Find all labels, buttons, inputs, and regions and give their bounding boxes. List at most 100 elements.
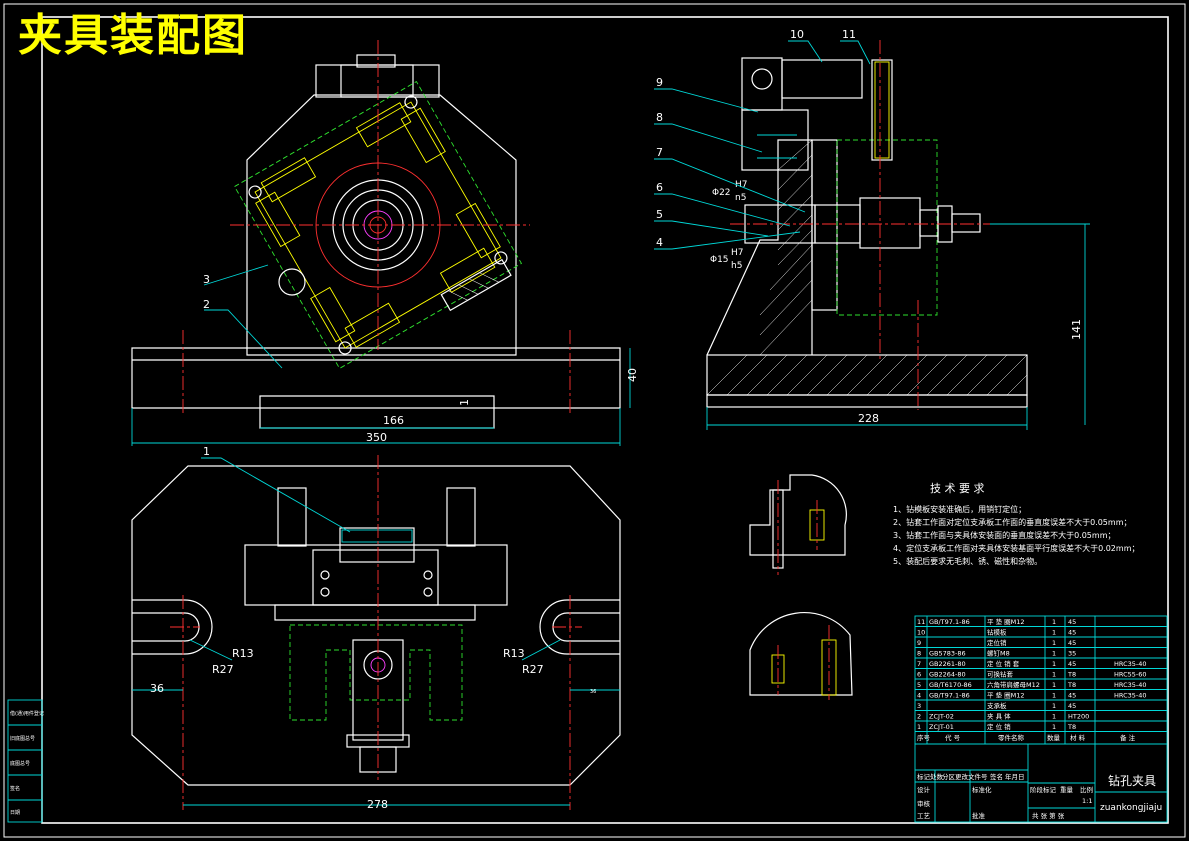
requirement-5: 5、装配后要求无毛刺、锈、磁性和杂物。 bbox=[893, 556, 1042, 566]
header-index: 序号 bbox=[917, 733, 931, 742]
callout-7: 7 bbox=[656, 146, 663, 159]
requirement-1: 1、钻模板安装准确后，用销钉定位； bbox=[893, 504, 1026, 514]
parts-table-cell: 1 bbox=[1052, 692, 1056, 700]
parts-table-cell: 45 bbox=[1068, 618, 1076, 626]
tb-process: 工艺 bbox=[917, 812, 931, 820]
fit-n5: n5 bbox=[735, 193, 746, 203]
parts-table-cell: 钻模板 bbox=[987, 628, 1007, 637]
strip-date: 日期 bbox=[10, 810, 20, 816]
parts-table-cell: 35 bbox=[1068, 650, 1076, 658]
parts-table-cell: 2 bbox=[917, 713, 921, 721]
detail-views bbox=[749, 474, 853, 700]
parts-table-cell: T8 bbox=[1067, 671, 1076, 679]
parts-table-cell: 9 bbox=[917, 639, 921, 647]
parts-table-cell: HT200 bbox=[1068, 713, 1089, 721]
callout-5: 5 bbox=[656, 208, 663, 221]
fit-phi15: Φ15 bbox=[710, 255, 729, 265]
callout-2: 2 bbox=[203, 298, 210, 311]
dim-228: 228 bbox=[858, 412, 879, 425]
dim-r13-right: R13 bbox=[503, 647, 525, 660]
tb-change: 更改文件号 bbox=[955, 772, 988, 781]
parts-table-cell: 定 位 销 bbox=[987, 722, 1011, 731]
parts-table-cell: GB/T6170-86 bbox=[929, 681, 972, 689]
parts-table-cell: 45 bbox=[1068, 660, 1076, 668]
parts-table-cell: GB5783-86 bbox=[929, 650, 966, 658]
parts-table-cell: 45 bbox=[1068, 692, 1076, 700]
parts-table-cell: 支承板 bbox=[987, 701, 1007, 710]
parts-table-cell: 11 bbox=[917, 618, 925, 626]
parts-table-cell: 45 bbox=[1068, 702, 1076, 710]
tb-scale-value: 1:1 bbox=[1082, 797, 1092, 805]
fit-h7-top: H7 bbox=[735, 180, 748, 190]
tb-standard: 标准化 bbox=[972, 785, 992, 794]
parts-table-cell: 45 bbox=[1068, 639, 1076, 647]
front-view: 166 350 40 1 3 2 bbox=[131, 40, 639, 446]
side-view: 228 141 Φ22 H7 n5 Φ15 H7 h5 10 11 9 8 7 … bbox=[654, 28, 1090, 430]
outer-border bbox=[3, 3, 1186, 838]
requirements-heading: 技 术 要 求 bbox=[930, 482, 985, 495]
top-view: 278 36 36 R13 R27 R13 R27 1 bbox=[131, 445, 621, 811]
dim-36: 36 bbox=[150, 682, 164, 695]
tb-weight: 重量 bbox=[1060, 786, 1074, 794]
parts-table-cell: 3 bbox=[917, 702, 921, 710]
parts-table-cell: 5 bbox=[917, 681, 921, 689]
parts-table-cell: GB2264-80 bbox=[929, 671, 966, 679]
strip-sign: 签名 bbox=[10, 785, 20, 792]
dim-r27-right: R27 bbox=[522, 663, 544, 676]
callout-3: 3 bbox=[203, 273, 210, 286]
parts-table-cell: 夹 具 体 bbox=[987, 712, 1011, 721]
parts-table-cell: 1 bbox=[1052, 681, 1056, 689]
tb-sheets: 共 张 第 张 bbox=[1032, 811, 1065, 820]
parts-table-cell: HRC35-40 bbox=[1114, 681, 1147, 689]
tb-stage: 阶段标记 bbox=[1030, 785, 1057, 794]
tb-zone: 分区 bbox=[942, 772, 956, 781]
callout-10: 10 bbox=[790, 28, 804, 41]
parts-table-cell: 45 bbox=[1068, 629, 1076, 637]
parts-table-cell: GB/T97.1-86 bbox=[929, 692, 970, 700]
parts-table-cell: 1 bbox=[1052, 713, 1056, 721]
dim-1: 1 bbox=[458, 399, 471, 406]
tb-approve: 批准 bbox=[972, 811, 986, 820]
callout-8: 8 bbox=[656, 111, 663, 124]
page-title: 夹具装配图 bbox=[18, 10, 248, 61]
fit-h7-bot: H7 bbox=[731, 248, 744, 258]
parts-table-cell: 1 bbox=[1052, 671, 1056, 679]
dim-350: 350 bbox=[366, 431, 387, 444]
parts-table-cell: 7 bbox=[917, 660, 921, 668]
fit-phi22: Φ22 bbox=[712, 188, 731, 198]
strip-base: 底图总号 bbox=[10, 760, 30, 767]
parts-table-cell: 平 垫 圈M12 bbox=[987, 691, 1025, 700]
parts-table-cell: T8 bbox=[1067, 723, 1076, 731]
dim-36-right: 36 bbox=[590, 689, 596, 695]
parts-table-cell: 螺钉M8 bbox=[987, 649, 1010, 658]
parts-table-cell: 1 bbox=[1052, 660, 1056, 668]
callout-4: 4 bbox=[656, 236, 663, 249]
parts-table-cell: HRC55-60 bbox=[1114, 671, 1147, 679]
tb-mark: 标记 bbox=[917, 772, 931, 781]
dim-278: 278 bbox=[367, 798, 388, 811]
parts-table-cell: HRC35-40 bbox=[1114, 660, 1147, 668]
parts-table-cell: 1 bbox=[1052, 702, 1056, 710]
header-code: 代 号 bbox=[945, 733, 961, 742]
technical-requirements: 技 术 要 求 1、钻模板安装准确后，用销钉定位； 2、钻套工作面对定位支承板工… bbox=[893, 482, 1140, 566]
parts-table-cell: GB/T97.1-86 bbox=[929, 618, 970, 626]
header-qty: 数量 bbox=[1047, 733, 1061, 742]
parts-table-cell: 1 bbox=[1052, 618, 1056, 626]
parts-table-cell: 4 bbox=[917, 692, 921, 700]
strip-old: 旧底图总号 bbox=[10, 735, 35, 742]
fit-h5: h5 bbox=[731, 261, 742, 271]
parts-table-cell: HRC35-40 bbox=[1114, 692, 1147, 700]
parts-table-cell: 1 bbox=[1052, 723, 1056, 731]
parts-table-cell: 定位销 bbox=[987, 638, 1007, 647]
tb-date: 年月日 bbox=[1005, 772, 1025, 781]
parts-table-cell: 可换钻套 bbox=[987, 670, 1014, 679]
parts-table-cell: 六角带肩螺母M12 bbox=[987, 680, 1040, 689]
drawing-name: 钻孔夹具 bbox=[1108, 773, 1156, 788]
requirement-2: 2、钻套工作面对定位支承板工作面的垂直度误差不大于0.05mm； bbox=[893, 517, 1132, 527]
tb-sign: 签名 bbox=[990, 772, 1003, 781]
parts-table-cell: ZCJT-02 bbox=[929, 713, 954, 721]
tb-design: 设计 bbox=[917, 785, 931, 794]
dim-40: 40 bbox=[626, 368, 639, 382]
